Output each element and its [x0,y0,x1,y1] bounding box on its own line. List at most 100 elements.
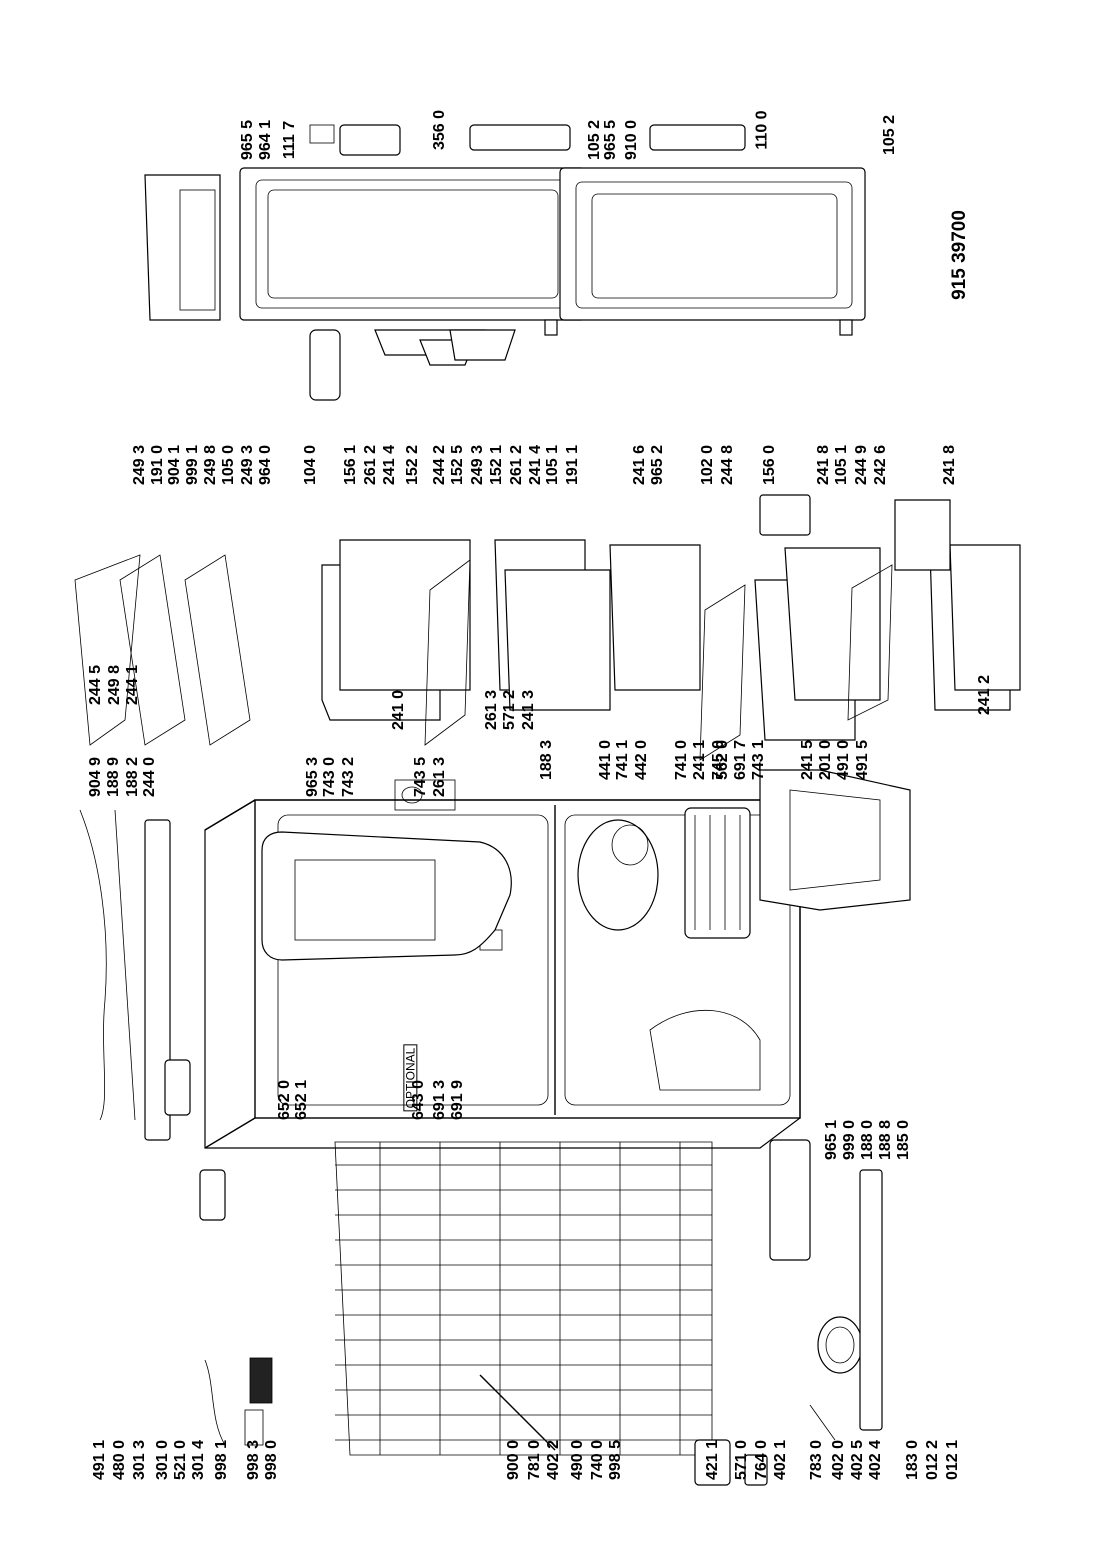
part-number: 442 0 [633,739,651,781]
part-number: 691 9 [449,1079,467,1121]
part-number: 244 1 [124,664,142,706]
part-number: 998 0 [263,1439,281,1481]
part-number: 105 1 [833,444,851,486]
part-number: 249 8 [106,664,124,706]
part-number: 241 5 [799,739,817,781]
part-number: 965 5 [602,119,620,161]
part-number: 480 0 [111,1439,129,1481]
part-number: 965 5 [239,119,257,161]
part-number: 156 1 [342,444,360,486]
part-number: 102 0 [699,444,717,486]
part-number: 562 0 [714,739,732,781]
upper-door-drawing [239,167,586,321]
part-number: 261 3 [483,689,501,731]
part-number: 105 0 [220,444,238,486]
part-number: 652 1 [293,1079,311,1121]
top-frame-drawing [144,124,746,321]
part-number: 964 0 [257,444,275,486]
part-number: 441 0 [597,739,615,781]
part-number: 183 0 [904,1439,922,1481]
part-number: 402 4 [867,1439,885,1481]
part-number: 965 3 [304,756,322,798]
part-number: 201 0 [817,739,835,781]
part-number: 249 8 [202,444,220,486]
part-number: 105 1 [544,444,562,486]
part-number: 998 3 [245,1439,263,1481]
part-number: 188 9 [105,756,123,798]
part-number: 249 3 [131,444,149,486]
part-number: 571 2 [501,689,519,731]
part-number: 191 0 [149,444,167,486]
part-number: 241 0 [390,689,408,731]
model-number: 915 39700 [948,210,970,300]
air-duct-drawing [261,779,512,961]
part-number: 743 1 [750,739,768,781]
condenser-drawing [334,1141,713,1456]
part-number: 904 9 [87,756,105,798]
part-number: 743 0 [321,756,339,798]
part-number: 764 0 [753,1439,771,1481]
part-number: 156 0 [761,444,779,486]
part-number: 356 0 [431,109,449,151]
part-number: 188 8 [877,1119,895,1161]
part-number: 301 3 [131,1439,149,1481]
part-number: 261 3 [431,756,449,798]
part-number: 188 3 [538,739,556,781]
part-number: 741 1 [614,739,632,781]
part-number: 490 0 [569,1439,587,1481]
optional-tag: OPTIONAL [402,1044,417,1112]
part-number: 188 2 [124,756,142,798]
part-number: 999 0 [841,1119,859,1161]
part-number: 241 1 [691,739,709,781]
part-number: 261 2 [362,444,380,486]
freezer-cover-drawing [759,769,911,911]
part-number: 110 0 [753,110,771,150]
part-number: 652 0 [276,1079,294,1121]
part-number: 783 0 [808,1439,826,1481]
part-number: 249 3 [469,444,487,486]
part-number: 904 1 [166,444,184,486]
part-number: 241 2 [976,674,994,716]
part-number: 743 5 [412,756,430,798]
part-number: 301 4 [190,1439,208,1481]
part-number: 491 1 [91,1439,109,1481]
part-number: 244 8 [719,444,737,486]
part-number: 965 2 [649,444,667,486]
part-number: 152 5 [449,444,467,486]
evaporator-drawing [577,807,751,939]
part-number: 402 1 [772,1439,790,1481]
part-number: 152 2 [404,444,422,486]
part-number: 105 2 [586,119,604,161]
part-number: 402 5 [849,1439,867,1481]
part-number: 152 1 [488,444,506,486]
lower-door-drawing [559,167,866,321]
part-number: 421 1 [704,1439,722,1481]
part-number: 105 2 [881,114,899,156]
part-number: 301 0 [154,1439,172,1481]
part-number: 402 0 [830,1439,848,1481]
part-number: 521 0 [172,1439,190,1481]
part-number: 964 1 [257,119,275,161]
glass-shelves-drawing [74,554,893,761]
part-number: 185 0 [895,1119,913,1161]
part-number: 188 0 [859,1119,877,1161]
part-number: 012 1 [944,1439,962,1481]
part-number: 998 5 [607,1439,625,1481]
part-number: 402 2 [545,1439,563,1481]
part-number: 249 3 [239,444,257,486]
part-number: 571 0 [733,1439,751,1481]
drawers-drawing [321,499,1021,741]
part-number: 998 1 [213,1439,231,1481]
part-number: 012 2 [924,1439,942,1481]
part-number: 743 2 [340,756,358,798]
part-number: 900 0 [505,1439,523,1481]
door-bins-drawing [309,319,853,536]
part-number: 241 8 [815,444,833,486]
part-number: 491 0 [835,739,853,781]
wiring-drawing [79,809,768,1486]
part-number: 244 0 [141,756,159,798]
part-number: 242 6 [872,444,890,486]
compressor-drawing [769,1139,883,1441]
